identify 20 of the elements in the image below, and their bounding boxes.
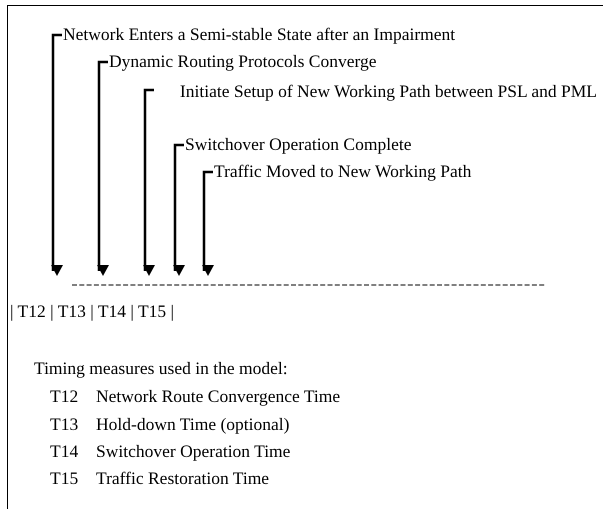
arrow bbox=[51, 34, 63, 276]
arrow bbox=[173, 144, 185, 276]
arrow bbox=[97, 60, 109, 276]
interval-labels: | T12 | T13 | T14 | T15 | bbox=[10, 301, 174, 321]
measure-code: T15 bbox=[50, 468, 78, 488]
measure-code: T12 bbox=[50, 386, 78, 406]
measure-name: Network Route Convergence Time bbox=[96, 386, 340, 406]
legend-heading: Timing measures used in the model: bbox=[34, 358, 288, 378]
measure-code: T13 bbox=[50, 414, 78, 434]
measure-name: Hold-down Time (optional) bbox=[96, 414, 290, 434]
arrow bbox=[143, 88, 155, 276]
event-label: Traffic Moved to New Working Path bbox=[214, 161, 472, 181]
arrow bbox=[202, 170, 214, 276]
measure-name: Switchover Operation Time bbox=[96, 441, 290, 461]
event-label: Dynamic Routing Protocols Converge bbox=[109, 51, 376, 71]
event-label: Network Enters a Semi-stable State after an Impairment bbox=[63, 24, 456, 44]
measure-code: T14 bbox=[50, 441, 78, 461]
event-label: Switchover Operation Complete bbox=[185, 134, 412, 154]
measure-name: Traffic Restoration Time bbox=[96, 468, 270, 488]
event-label: Initiate Setup of New Working Path between PSL and PML bbox=[155, 79, 597, 103]
